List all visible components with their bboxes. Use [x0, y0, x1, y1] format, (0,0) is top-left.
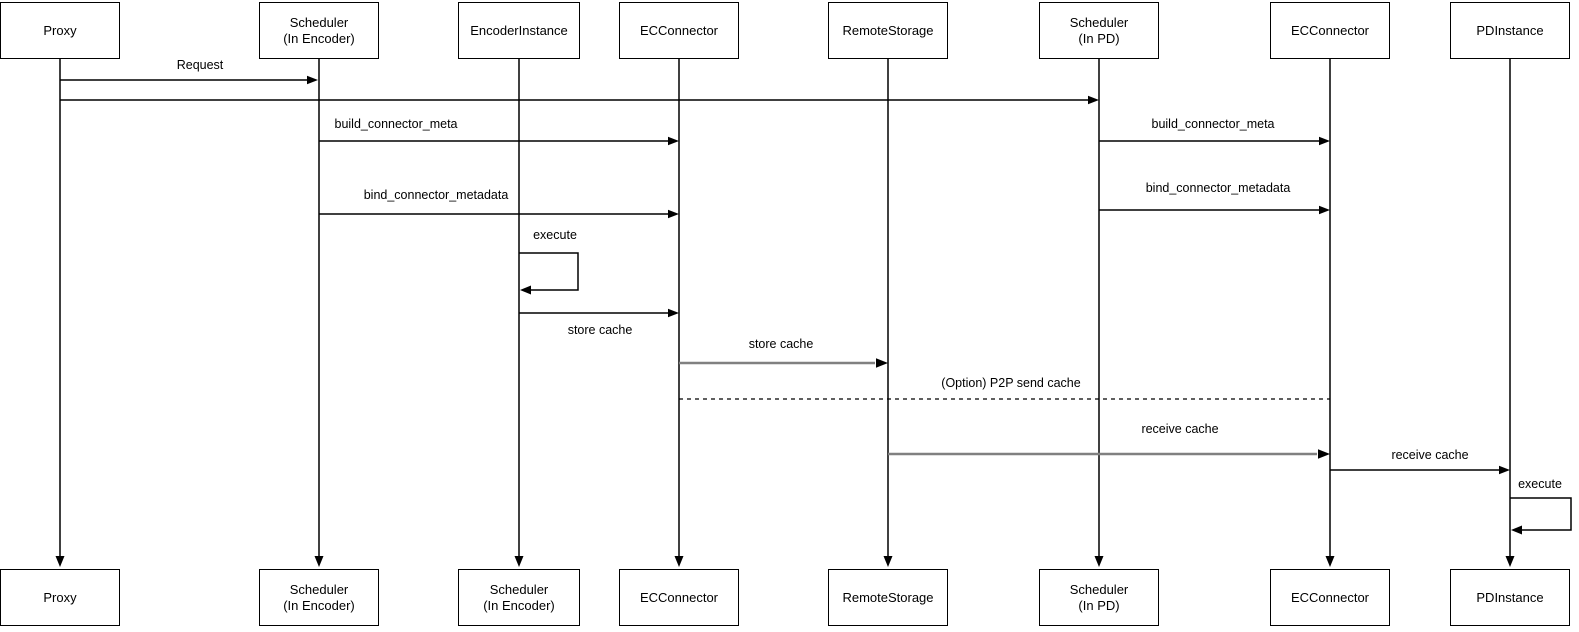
- label-execute-pd: execute: [1516, 476, 1564, 493]
- label-receive-cache-gray: receive cache: [1139, 421, 1221, 438]
- arrowhead: [1499, 465, 1510, 475]
- actor-bottom-scheduler-pd: Scheduler (In PD): [1039, 569, 1159, 626]
- lifeline-encoder-instance-arrowhead: [514, 556, 524, 567]
- actor-top-scheduler-pd: Scheduler (In PD): [1039, 2, 1159, 59]
- lifeline-scheduler-pd-arrowhead: [1094, 556, 1104, 567]
- message-encoder-store-cache-arrow: [519, 308, 679, 318]
- lifeline-proxy-arrowhead: [55, 556, 65, 567]
- actor-top-remote-storage: RemoteStorage: [828, 2, 948, 59]
- message-receive-cache-gray-arrow: [888, 449, 1330, 459]
- lifelines: [55, 59, 1515, 567]
- actor-bottom-scheduler-encoder: Scheduler (In Encoder): [259, 569, 379, 626]
- actor-bottom-ecconnector-encoder: ECConnector: [619, 569, 739, 626]
- actor-bottom-ecconnector-pd: ECConnector: [1270, 569, 1390, 626]
- arrowhead: [1088, 95, 1099, 105]
- lifeline-ecconnector-encoder-arrowhead: [674, 556, 684, 567]
- actor-top-pd-instance: PDInstance: [1450, 2, 1570, 59]
- arrowhead: [1319, 136, 1330, 146]
- actor-bottom-pd-instance: PDInstance: [1450, 569, 1570, 626]
- message-store-cache-remote-arrow: [679, 358, 888, 368]
- actor-top-proxy: Proxy: [0, 2, 120, 59]
- label-store-cache-encoder: store cache: [565, 322, 635, 339]
- arrowhead: [1511, 525, 1522, 535]
- message-bind-connector-metadata-left-arrow: [319, 209, 679, 219]
- actor-top-ecconnector-encoder: ECConnector: [619, 2, 739, 59]
- arrowhead: [1318, 449, 1330, 459]
- lifeline-scheduler-encoder-arrowhead: [314, 556, 324, 567]
- label-bind-connector-metadata-left: bind_connector_metadata: [361, 187, 511, 204]
- message-build-connector-meta-left-arrow: [319, 136, 679, 146]
- lifeline-ecconnector-pd-arrowhead: [1325, 556, 1335, 567]
- label-p2p-send-cache: (Option) P2P send cache: [939, 375, 1083, 392]
- label-receive-cache-pd: receive cache: [1389, 447, 1471, 464]
- message-bind-connector-metadata-right-arrow: [1099, 205, 1330, 215]
- label-bind-connector-metadata-right: bind_connector_metadata: [1143, 180, 1293, 197]
- lifeline-pd-instance-arrowhead: [1505, 556, 1515, 567]
- actor-top-ecconnector-pd: ECConnector: [1270, 2, 1390, 59]
- label-build-connector-meta-left: build_connector_meta: [332, 116, 460, 133]
- label-request: Request: [174, 57, 226, 74]
- actor-bottom-remote-storage: RemoteStorage: [828, 569, 948, 626]
- message-build-connector-meta-right-arrow: [1099, 136, 1330, 146]
- actor-bottom-proxy: Proxy: [0, 569, 120, 626]
- label-build-connector-meta-right: build_connector_meta: [1149, 116, 1277, 133]
- message-request-arrow: [60, 75, 318, 85]
- message-proxy-to-scheduler-pd-arrow: [60, 95, 1099, 105]
- label-execute-encoder: execute: [531, 227, 579, 244]
- arrowhead: [668, 136, 679, 146]
- label-store-cache-remote: store cache: [746, 336, 816, 353]
- message-receive-cache-pd-arrow: [1330, 465, 1510, 475]
- lifeline-remote-storage-arrowhead: [883, 556, 893, 567]
- arrowhead: [520, 285, 531, 295]
- actor-bottom-scheduler-encoder-2: Scheduler (In Encoder): [458, 569, 580, 626]
- arrowhead: [668, 209, 679, 219]
- arrowhead: [876, 358, 888, 368]
- arrowhead: [307, 75, 318, 85]
- actor-top-scheduler-encoder: Scheduler (In Encoder): [259, 2, 379, 59]
- actor-top-encoder-instance: EncoderInstance: [458, 2, 580, 59]
- arrowhead: [668, 308, 679, 318]
- message-execute-pd-self-loop: [1510, 497, 1572, 535]
- message-execute-encoder-self-loop: [519, 252, 579, 295]
- arrowhead: [1319, 205, 1330, 215]
